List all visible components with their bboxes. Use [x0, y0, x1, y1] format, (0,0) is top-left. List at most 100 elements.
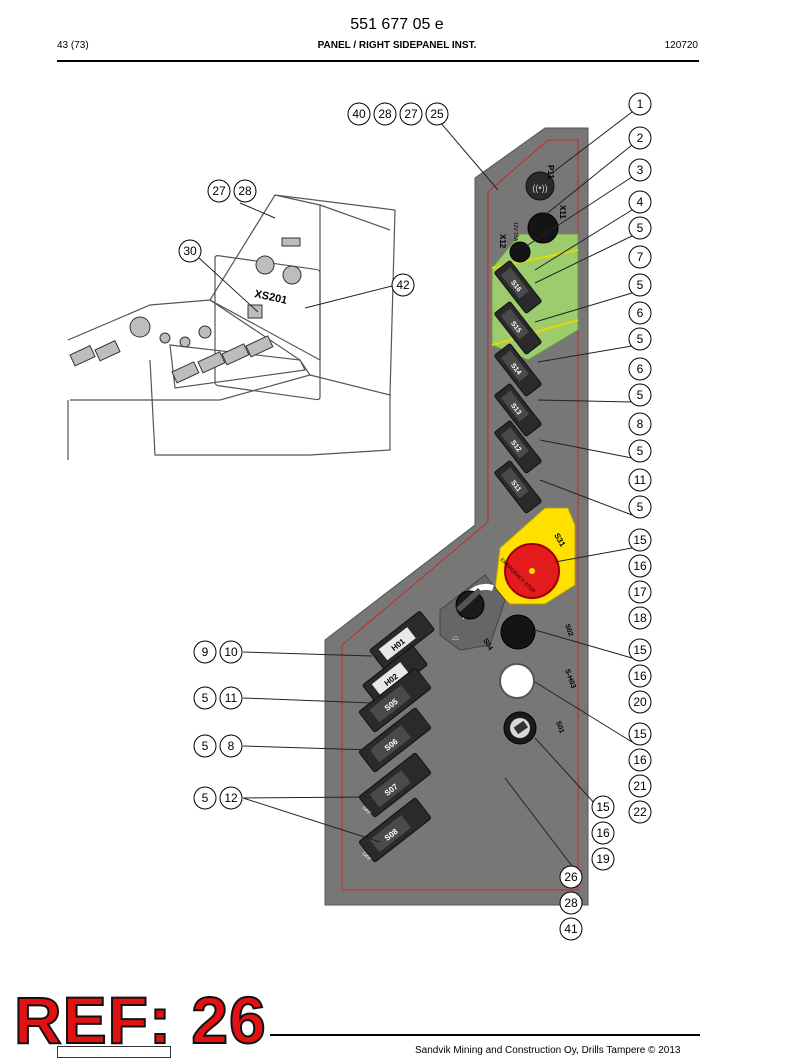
- callout-5d: 5: [628, 383, 652, 407]
- switch-s11: S11: [494, 460, 542, 514]
- button-s02: [500, 614, 536, 650]
- svg-text:11: 11: [634, 473, 647, 487]
- s01-label: S01: [554, 720, 565, 734]
- s02-label: S02: [563, 623, 574, 637]
- svg-text:15: 15: [633, 643, 647, 657]
- svg-text:18: 18: [633, 611, 647, 625]
- callout-18: 18: [628, 606, 652, 630]
- callout-5a: 5: [628, 216, 652, 240]
- lower-switch-column: H01 H02 S05 S06 S07 S08: [358, 611, 435, 863]
- callout-4: 4: [628, 190, 652, 214]
- callout-16d: 16: [591, 821, 615, 845]
- switch-s16: S16: [494, 260, 542, 314]
- svg-text:8: 8: [637, 417, 644, 431]
- callout-22: 22: [628, 800, 652, 824]
- callout-27b: 27: [207, 179, 231, 203]
- x11-label: X11: [558, 205, 567, 219]
- callout-15d: 15: [591, 795, 615, 819]
- svg-text:21: 21: [633, 779, 647, 793]
- svg-text:15: 15: [633, 533, 647, 547]
- xs201-label: XS201: [253, 288, 288, 307]
- svg-text:3: 3: [637, 163, 644, 177]
- upper-switch-column: S16 S15 S14 S13 S12 S11: [494, 260, 542, 514]
- button-s-h03: [499, 663, 535, 699]
- callout-1: 1: [628, 92, 652, 116]
- p11-label: P11: [546, 165, 555, 179]
- page-number: 43 (73): [57, 40, 89, 51]
- callout-30: 30: [178, 239, 202, 263]
- svg-text:5: 5: [637, 278, 644, 292]
- svg-text:5: 5: [637, 332, 644, 346]
- svg-text:28: 28: [238, 184, 252, 198]
- svg-text:11: 11: [225, 691, 238, 705]
- x12-sub-label: 12V 15A: [512, 222, 518, 242]
- callout-15c: 15: [628, 722, 652, 746]
- company-logo: [57, 1046, 171, 1058]
- callout-27a: 27: [399, 102, 423, 126]
- switch-s07: S07: [358, 752, 432, 818]
- svg-text:16: 16: [633, 669, 647, 683]
- svg-text:30: 30: [183, 244, 197, 258]
- indicator-h02: H02: [362, 646, 428, 704]
- x12-socket: [509, 241, 531, 263]
- callout-8a: 8: [628, 412, 652, 436]
- footer-rule: [270, 1034, 700, 1036]
- callout-5e: 5: [628, 439, 652, 463]
- callout-11a: 11: [628, 468, 652, 492]
- svg-text:42: 42: [396, 278, 410, 292]
- s07-off-label: OFF: [361, 805, 372, 816]
- svg-text:5: 5: [202, 739, 209, 753]
- callout-7: 7: [628, 245, 652, 269]
- callout-5i: 5: [193, 786, 217, 810]
- switch-s13: S13: [494, 383, 542, 437]
- svg-text:7: 7: [637, 250, 644, 264]
- callout-5c: 5: [628, 327, 652, 351]
- svg-text:40: 40: [352, 107, 366, 121]
- callout-16c: 16: [628, 748, 652, 772]
- buzzer-icon: ((•)): [532, 183, 547, 193]
- callout-20: 20: [628, 690, 652, 714]
- svg-text:5: 5: [637, 500, 644, 514]
- callout-5f: 5: [628, 495, 652, 519]
- callouts: 1 2 3 4 5 7 5 6 5 6 5 8 5 11 5 15 16 17 …: [178, 92, 652, 941]
- callout-5h: 5: [193, 734, 217, 758]
- switch-s14: S14: [494, 343, 542, 397]
- svg-text:16: 16: [596, 826, 610, 840]
- panel-border-red: [341, 139, 579, 891]
- switch-s12: S12: [494, 420, 542, 474]
- svg-text:15: 15: [633, 727, 647, 741]
- svg-text:15: 15: [596, 800, 610, 814]
- callout-3: 3: [628, 158, 652, 182]
- switch-s05: S05: [358, 667, 432, 733]
- x11-socket: [527, 212, 559, 244]
- svg-text:6: 6: [637, 306, 644, 320]
- svg-text:22: 22: [633, 805, 647, 819]
- callout-40: 40: [347, 102, 371, 126]
- callout-25: 25: [425, 102, 449, 126]
- callout-8b: 8: [219, 734, 243, 758]
- callout-15a: 15: [628, 528, 652, 552]
- callout-28a: 28: [373, 102, 397, 126]
- callout-2: 2: [628, 126, 652, 150]
- wiper-icon: ⌓: [452, 632, 459, 642]
- indicator-h01: H01: [369, 611, 435, 669]
- svg-text:5: 5: [202, 691, 209, 705]
- svg-text:1: 1: [637, 97, 644, 111]
- callout-10: 10: [219, 640, 243, 664]
- console-details: [69, 237, 302, 384]
- svg-text:9: 9: [202, 645, 209, 659]
- document-number: 551 677 05 e: [350, 16, 444, 33]
- callout-15b: 15: [628, 638, 652, 662]
- callout-6a: 6: [628, 301, 652, 325]
- svg-text:6: 6: [637, 362, 644, 376]
- callout-5b: 5: [628, 273, 652, 297]
- callout-17: 17: [628, 580, 652, 604]
- svg-text:12: 12: [224, 791, 238, 805]
- callout-28b: 28: [233, 179, 257, 203]
- svg-text:5: 5: [637, 444, 644, 458]
- svg-text:41: 41: [564, 922, 578, 936]
- svg-text:20: 20: [633, 695, 647, 709]
- svg-text:27: 27: [404, 107, 418, 121]
- svg-text:17: 17: [633, 585, 647, 599]
